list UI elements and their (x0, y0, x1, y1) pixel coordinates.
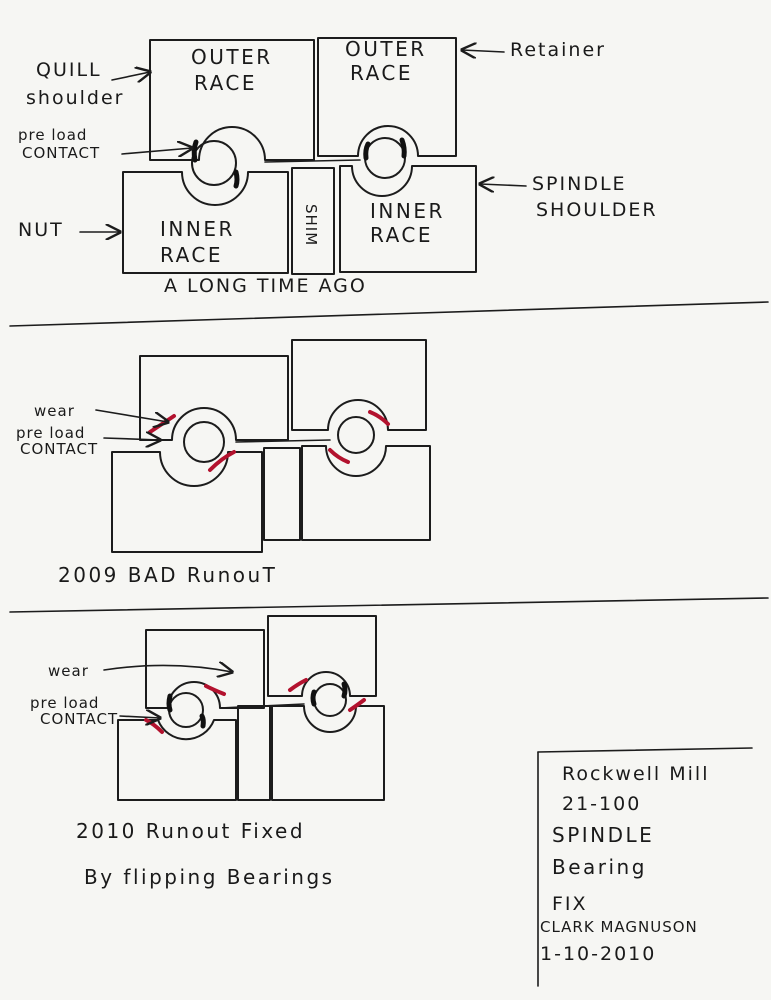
quill-label-line1: QUILL (36, 59, 102, 81)
preload-contact-2009-line2: CONTACT (20, 440, 98, 458)
inner-race-right-2009 (301, 445, 431, 541)
ball-right-2010 (313, 683, 347, 717)
nut-label: NUT (18, 219, 64, 241)
inner-race-left-2010 (117, 719, 237, 801)
ball-right-2009 (337, 416, 375, 454)
preload-contact-2010-line1: pre load (30, 694, 99, 712)
panel3-caption-line2: By flipping Bearings (84, 865, 335, 889)
ball-left-2009 (183, 421, 225, 463)
panel1-caption: A LONG TIME AGO (164, 275, 367, 297)
outer-race-left-2009 (139, 355, 289, 441)
inner-race-right-line2: RACE (370, 223, 433, 247)
outer-race-right-2010 (267, 615, 377, 697)
outer-race-right (317, 37, 457, 157)
preload-contact-2010-line2: CONTACT (40, 710, 118, 728)
inner-race-left-2009 (111, 451, 263, 553)
retainer-label: Retainer (510, 39, 606, 61)
ball-left (191, 140, 237, 186)
preload-contact-label-1-line2: CONTACT (22, 144, 100, 162)
title-note: Rockwell Mill 21-100 SPINDLE Bearing FIX… (537, 747, 753, 987)
outer-race-left-line2: RACE (194, 71, 257, 95)
note-line-2: 21-100 (562, 793, 641, 815)
inner-race-left-line2: RACE (160, 243, 223, 267)
note-line-3: SPINDLE (552, 823, 654, 847)
inner-race-left (122, 171, 289, 274)
shim-2009 (263, 447, 301, 541)
inner-race-left-line1: INNER (160, 217, 235, 241)
shim-label: SHIM (302, 204, 320, 246)
ball-left-2010 (168, 692, 204, 728)
preload-contact-label-1-line1: pre load (18, 126, 87, 144)
inner-race-right (339, 165, 477, 273)
wear-label-2010: wear (48, 662, 89, 680)
note-line-7: 1-10-2010 (540, 943, 656, 965)
wear-label-2009: wear (34, 402, 75, 420)
panel-2009: wear pre load CONTACT 2009 BAD RunouT (16, 339, 431, 587)
outer-race-right-line1: OUTER (345, 37, 427, 61)
shim-block (291, 167, 335, 275)
panel-2010: wear pre load CONTACT 2010 Runout Fixed … (30, 615, 385, 889)
inner-race-right-line1: INNER (370, 199, 445, 223)
note-line-4: Bearing (552, 855, 647, 879)
panel-long-time-ago: OUTER RACE OUTER RACE INNER RACE INNER R… (18, 37, 658, 297)
quill-label-line2: shoulder (26, 87, 124, 109)
panel2-caption: 2009 BAD RunouT (58, 563, 277, 587)
outer-race-left (149, 39, 315, 161)
outer-race-left-2010 (145, 629, 265, 709)
note-line-5: FIX (552, 893, 588, 915)
outer-race-right-2009 (291, 339, 427, 431)
outer-race-right-line2: RACE (350, 61, 413, 85)
inner-race-right-2010 (271, 705, 385, 801)
preload-contact-2009-line1: pre load (16, 424, 85, 442)
note-line-6: CLARK MAGNUSON (540, 918, 698, 936)
spindle-label-line1: SPINDLE (532, 173, 627, 195)
panel3-caption-line1: 2010 Runout Fixed (76, 819, 305, 843)
outer-race-left-line1: OUTER (191, 45, 273, 69)
divider-line-2 (9, 597, 769, 613)
spindle-label-line2: SHOULDER (536, 199, 658, 221)
shim-2010 (237, 705, 271, 801)
ball-right (364, 137, 406, 179)
note-line-1: Rockwell Mill (562, 763, 709, 785)
divider-line-1 (9, 301, 769, 327)
